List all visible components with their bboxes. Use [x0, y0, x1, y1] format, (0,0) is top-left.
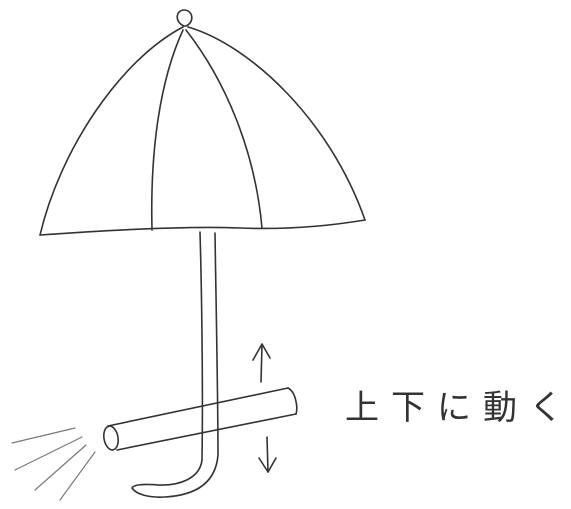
up-arrow-icon — [252, 343, 271, 383]
light-lines — [11, 427, 96, 501]
umbrella-canopy — [39, 26, 366, 236]
sliding-handle — [102, 387, 298, 451]
umbrella-top-ring — [176, 9, 193, 27]
down-arrow-icon — [258, 436, 277, 473]
umbrella-ribs — [150, 29, 263, 231]
umbrella-shaft — [131, 231, 219, 498]
movement-caption: 上下に動く — [345, 388, 571, 428]
